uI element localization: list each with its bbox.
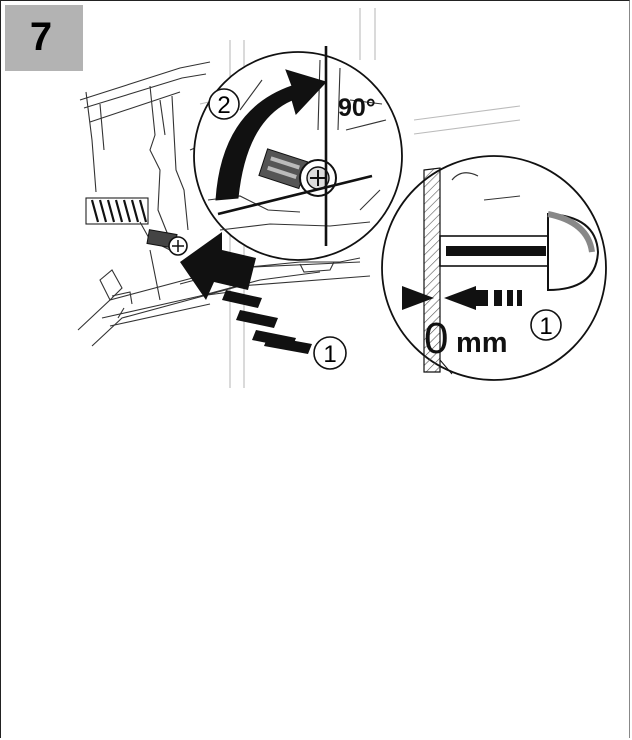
gap-value: 0: [424, 314, 448, 363]
callout-push-main: 1: [313, 336, 347, 370]
push-arrow-main: [180, 232, 312, 354]
callout-push-detail: 1: [530, 309, 562, 341]
screw-main: [146, 229, 188, 256]
callout-push-detail-label: 1: [539, 313, 552, 340]
gap-unit: mm: [456, 327, 508, 359]
callout-push-main-label: 1: [323, 341, 336, 368]
rotation-angle-label: 90°: [338, 94, 376, 122]
rotation-detail: [193, 46, 403, 261]
callout-rotate-label: 2: [217, 92, 230, 119]
callout-rotate: 2: [208, 88, 240, 120]
step-number-box: 7: [5, 5, 83, 71]
step-number: 7: [29, 14, 53, 59]
